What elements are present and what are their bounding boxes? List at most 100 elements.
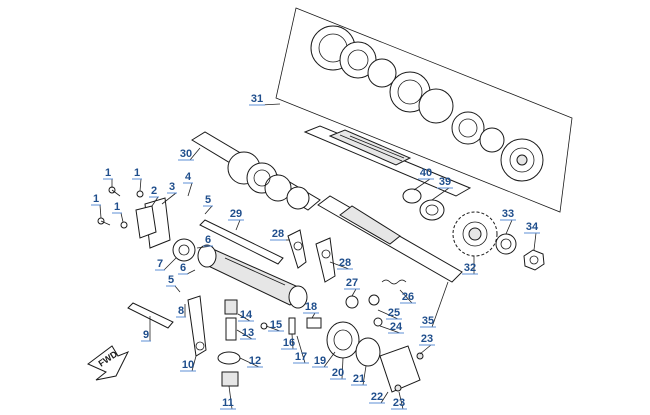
callout-30[interactable]: 30 [178,148,194,161]
callout-12[interactable]: 12 [247,355,263,368]
leader-line [399,289,413,304]
callout-35[interactable]: 35 [420,315,436,328]
callout-4[interactable]: 4 [183,171,193,184]
callout-number[interactable]: 22 [371,391,383,403]
callout-number[interactable]: 24 [390,321,403,333]
callout-10[interactable]: 10 [180,359,196,372]
callout-21[interactable]: 21 [351,373,367,386]
callout-number[interactable]: 12 [249,355,261,367]
callout-34[interactable]: 34 [524,221,540,234]
callout-24[interactable]: 24 [388,321,404,334]
leader-line [187,182,193,197]
callout-29[interactable]: 29 [228,208,244,221]
callout-number[interactable]: 18 [305,301,317,313]
callout-5[interactable]: 5 [166,274,176,287]
leader-line [291,333,294,350]
callout-number[interactable]: 5 [205,194,211,206]
callout-number[interactable]: 9 [143,329,149,341]
callout-28[interactable]: 28 [337,257,353,270]
callout-16[interactable]: 16 [281,337,297,350]
callout-33[interactable]: 33 [500,208,516,221]
callout-6[interactable]: 6 [178,262,188,275]
callout-number[interactable]: 2 [151,185,157,197]
callout-1[interactable]: 1 [103,167,113,180]
callout-6[interactable]: 6 [203,234,213,247]
callout-number[interactable]: 20 [332,367,344,379]
leader-line [533,232,537,251]
callout-number[interactable]: 26 [402,291,414,303]
callout-number[interactable]: 31 [251,93,263,105]
callout-31[interactable]: 31 [249,93,265,106]
callout-number[interactable]: 4 [185,171,192,183]
leader-line [228,385,233,410]
callout-25[interactable]: 25 [386,307,402,320]
callout-8[interactable]: 8 [176,305,186,318]
callout-number[interactable]: 17 [295,351,307,363]
callout-23[interactable]: 23 [419,333,435,346]
callout-9[interactable]: 9 [141,329,151,342]
sensor-cover [379,345,424,393]
callout-number[interactable]: 6 [180,262,186,274]
callout-28[interactable]: 28 [270,228,286,241]
callout-2[interactable]: 2 [149,185,159,198]
callout-number[interactable]: 27 [346,277,358,289]
callout-26[interactable]: 26 [400,291,416,304]
callout-number[interactable]: 1 [105,167,111,179]
callout-number[interactable]: 28 [339,257,351,269]
callout-11[interactable]: 11 [220,397,236,410]
callout-14[interactable]: 14 [238,309,254,322]
callout-3[interactable]: 3 [167,181,177,194]
callout-39[interactable]: 39 [437,176,453,189]
callout-number[interactable]: 3 [169,181,175,193]
callout-number[interactable]: 29 [230,208,242,220]
callout-number[interactable]: 40 [420,167,432,179]
callout-number[interactable]: 19 [314,355,326,367]
callout-number[interactable]: 25 [388,307,400,319]
leader-line [362,365,367,386]
callout-number[interactable]: 30 [180,148,192,160]
callout-number[interactable]: 16 [283,337,295,349]
callout-1[interactable]: 1 [132,167,142,180]
leader-line [341,357,344,380]
leader-line [163,257,177,271]
callout-number[interactable]: 6 [205,234,211,246]
leader-line [413,178,431,191]
callout-15[interactable]: 15 [268,319,284,332]
callout-13[interactable]: 13 [240,327,256,340]
callout-number[interactable]: 11 [222,397,234,409]
callout-number[interactable]: 15 [270,319,282,331]
callout-number[interactable]: 34 [526,221,539,233]
callout-27[interactable]: 27 [344,277,360,290]
callout-number[interactable]: 32 [464,262,476,274]
callout-5[interactable]: 5 [203,194,213,207]
stopper-plate [135,197,171,249]
callout-number[interactable]: 28 [272,228,284,240]
callout-20[interactable]: 20 [330,367,346,380]
callout-number[interactable]: 10 [182,359,194,371]
callout-number[interactable]: 23 [393,397,405,409]
callout-number[interactable]: 23 [421,333,433,345]
callout-7[interactable]: 7 [155,258,165,271]
callout-number[interactable]: 1 [93,193,99,205]
callout-18[interactable]: 18 [303,301,319,314]
callout-number[interactable]: 21 [353,373,365,385]
callout-number[interactable]: 33 [502,208,514,220]
callout-number[interactable]: 1 [134,167,140,179]
callout-number[interactable]: 1 [114,201,120,213]
callout-22[interactable]: 22 [369,391,385,404]
callout-19[interactable]: 19 [312,355,328,368]
callout-1[interactable]: 1 [91,193,101,206]
callout-number[interactable]: 5 [168,274,174,286]
callout-number[interactable]: 35 [422,315,434,327]
callout-number[interactable]: 13 [242,327,254,339]
callout-number[interactable]: 7 [157,258,163,270]
shift-forks [287,229,336,283]
callout-number[interactable]: 14 [240,309,253,321]
callout-1[interactable]: 1 [112,201,122,214]
callout-17[interactable]: 17 [293,351,309,364]
callout-40[interactable]: 40 [418,167,434,180]
callout-32[interactable]: 32 [462,262,478,275]
callout-number[interactable]: 39 [439,176,451,188]
callout-number[interactable]: 8 [178,305,184,317]
callout-23[interactable]: 23 [391,397,407,410]
